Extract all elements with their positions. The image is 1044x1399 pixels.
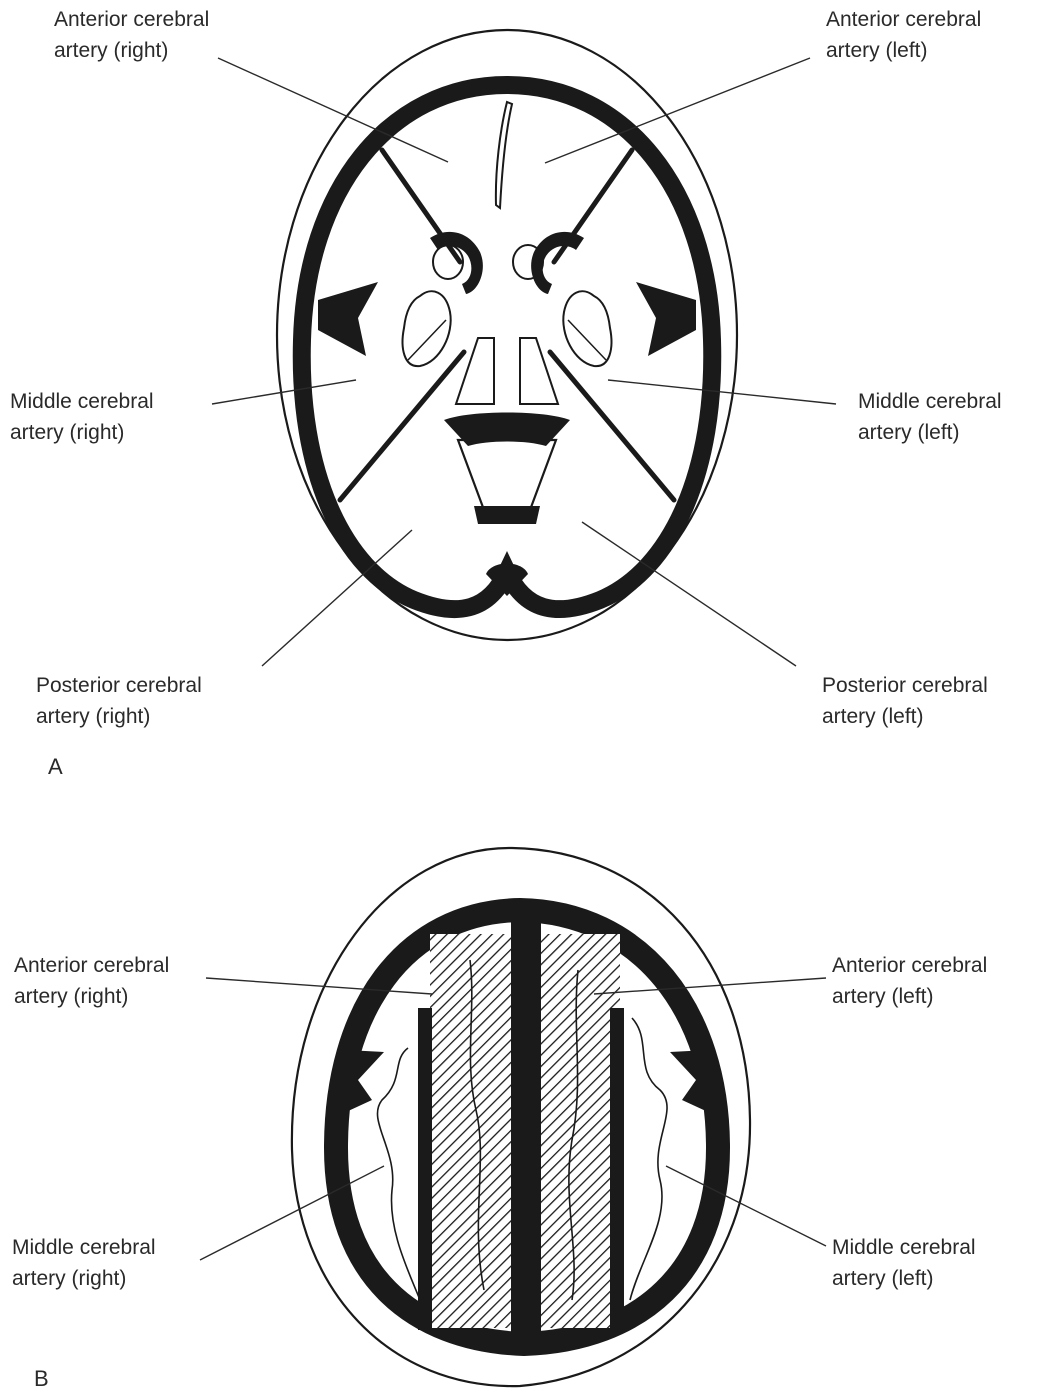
label-b-mca-right: Middle cerebral artery (right) <box>12 1232 156 1294</box>
label-a-aca-left: Anterior cerebral artery (left) <box>826 4 981 66</box>
label-b-aca-right: Anterior cerebral artery (right) <box>14 950 169 1012</box>
label-a-pca-left: Posterior cerebral artery (left) <box>822 670 988 732</box>
label-a-mca-left: Middle cerebral artery (left) <box>858 386 1002 448</box>
label-b-aca-left: Anterior cerebral artery (left) <box>832 950 987 1012</box>
panel-a-fourth-ventricle <box>474 506 540 524</box>
panel-b-letter: B <box>34 1366 49 1392</box>
label-a-mca-right: Middle cerebral artery (right) <box>10 386 154 448</box>
panel-b-interhemispheric-fissure <box>511 910 541 1340</box>
label-a-aca-right: Anterior cerebral artery (right) <box>54 4 209 66</box>
label-a-pca-right: Posterior cerebral artery (right) <box>36 670 202 732</box>
panel-a-diagram <box>277 30 737 640</box>
label-b-mca-left: Middle cerebral artery (left) <box>832 1232 976 1294</box>
panel-a-letter: A <box>48 754 63 780</box>
panel-b-diagram <box>292 848 750 1386</box>
